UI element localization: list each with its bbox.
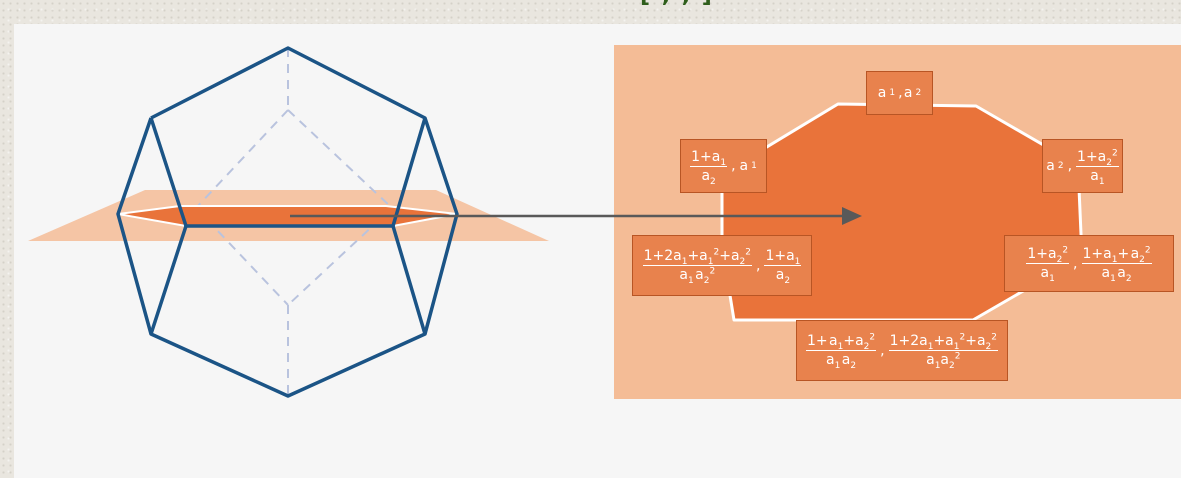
polytope-edges: [116, 46, 459, 398]
title-banner-cropped: [ , , ]: [640, 0, 1181, 8]
arrow-right-icon: [290, 207, 862, 225]
title-banner-text: [ , , ]: [640, 0, 714, 8]
